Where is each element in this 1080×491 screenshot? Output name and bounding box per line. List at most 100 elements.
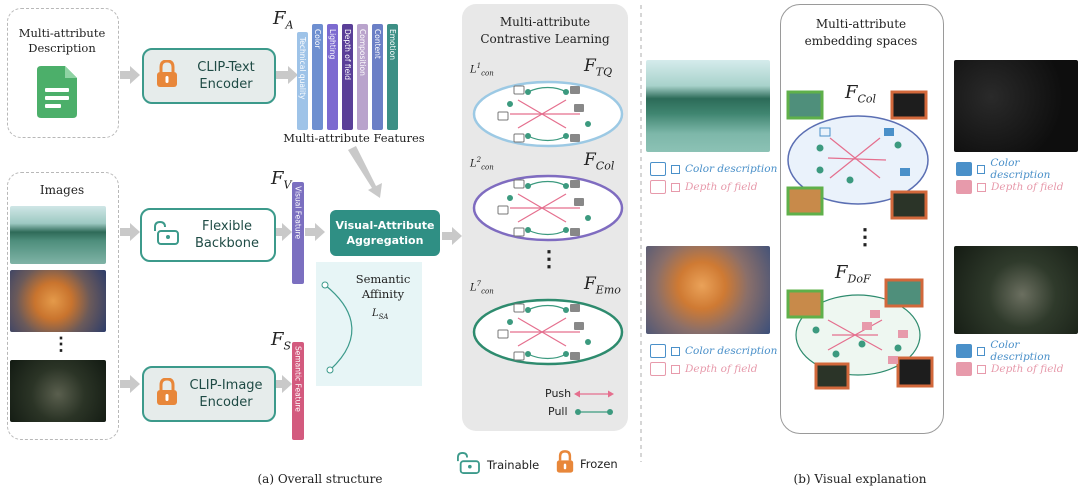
dark-cat-photo [10,360,106,422]
frozen-legend: Frozen [556,450,618,478]
lock-icon [156,377,178,410]
trainable-label: Trainable [487,458,540,472]
legend-text: Color description [990,339,1051,363]
semantic-feature-bar: Semantic Feature [292,342,304,440]
contrastive-loss-label: L2con [470,156,494,172]
description-box [7,8,119,138]
attribute-feature-bar: Depth of field [342,24,353,130]
flexible-backbone-label: Flexible Backbone [194,219,259,251]
thumb-dark-cat [814,362,850,390]
color-description-legend: Color description [956,157,1080,181]
embedding-space-label: FCol [584,150,615,173]
legend-text: Color description [685,345,778,357]
semantic-affinity-panel [316,262,422,386]
semantic-affinity-label: Semantic Affinity [355,272,411,301]
visual-feature-bar: Visual Feature [292,182,304,284]
semantic-affinity-curve [324,284,353,371]
visual-attribute-aggregation: Visual-Attribute Aggregation [330,210,440,256]
color-description-legend: Color description [956,339,1080,363]
fa-label: FA [273,8,294,32]
lock-icon [156,59,178,92]
overall-structure-caption: (a) Overall structure [257,472,383,486]
legend-square-icon [671,346,680,356]
attribute-feature-bar: Technical quality [297,32,308,130]
push-pull-legend [574,390,614,415]
legend-text: Depth of field [991,181,1064,193]
embedding-space-label: FTQ [584,56,613,79]
thumb-dark-cat [890,190,928,220]
thumb-dark [896,356,934,388]
space-col-label: FCol [845,82,877,106]
contrastive-space-ellipse [472,298,624,366]
legend-square-icon [976,346,986,356]
color-description-legend: Color description [650,160,777,178]
legend-text: Depth of field [685,363,758,375]
embedding-space-label: FEmo [584,274,621,297]
unlock-icon [152,220,180,249]
thumb-landscape [884,278,924,308]
legend-text: Depth of field [991,363,1064,375]
depth-of-field-legend: Depth of field [956,178,1080,196]
thumb-cat [786,186,824,216]
thumbs-down-icon [956,180,972,194]
legend-square-icon [977,182,986,192]
unlock-icon [455,451,481,478]
clip-text-encoder-label: CLIP-Text Encoder [197,60,255,92]
thumbs-up-icon [650,180,666,194]
contrastive-space-ellipse [472,174,624,242]
images-box [7,172,119,440]
thumbs-up-icon [650,162,666,176]
attribute-feature-bar: Lighting [327,24,338,130]
fv-label: FV [271,168,292,192]
images-ellipsis: ⋮ [52,334,70,355]
contrastive-learning-title: Multi-attribute Contrastive Learning [480,15,610,46]
thumbs-down-icon [956,362,972,376]
clip-image-encoder: CLIP-Image Encoder [142,366,276,422]
space-dof-label: FDoF [835,262,871,286]
flow-arrow [120,66,462,393]
legend-text: Depth of field [685,181,758,193]
frozen-label: Frozen [580,457,618,471]
pull-line [575,409,613,415]
dark-cat-photo [954,246,1078,334]
embedding-spaces-title: Multi-attribute embedding spaces [804,17,918,48]
thumbs-up-icon [650,344,666,358]
cat-photo [10,270,106,332]
contrastive-loss-label: L7con [470,280,494,296]
embedding-ellipsis: ⋮ [854,224,876,250]
color-description-legend: Color description [650,342,777,360]
attribute-feature-bar: Composition [357,24,368,130]
visual-explanation-caption: (b) Visual explanation [793,472,927,486]
thumbs-down-icon [956,162,972,176]
clip-image-encoder-label: CLIP-Image Encoder [189,378,263,410]
legend-square-icon [671,364,680,374]
lsa-label: LSA [372,308,389,321]
legend-square-icon [671,182,680,192]
document-icon [37,66,77,122]
multi-attribute-features-label: Multi-attribute Features [283,131,425,145]
depth-of-field-legend: Depth of field [650,360,777,378]
pull-label: Pull [548,405,568,418]
clip-text-encoder: CLIP-Text Encoder [142,48,276,104]
fs-label: FS [271,329,292,353]
thumb-cat [786,289,824,319]
aggregation-label: Visual-Attribute Aggregation [335,219,435,247]
contrastive-ellipsis: ⋮ [538,246,560,272]
landscape-photo [10,206,106,264]
push-label: Push [545,387,572,400]
embedding-diagram [786,90,934,390]
depth-of-field-legend: Depth of field [650,178,777,196]
thumbs-down-icon [956,344,972,358]
push-arrow [574,390,614,398]
dark-scene-photo [954,60,1078,152]
flexible-backbone: Flexible Backbone [140,208,276,262]
thumb-landscape [786,90,824,120]
legend-square-icon [671,164,680,174]
cat-photo [646,246,770,334]
